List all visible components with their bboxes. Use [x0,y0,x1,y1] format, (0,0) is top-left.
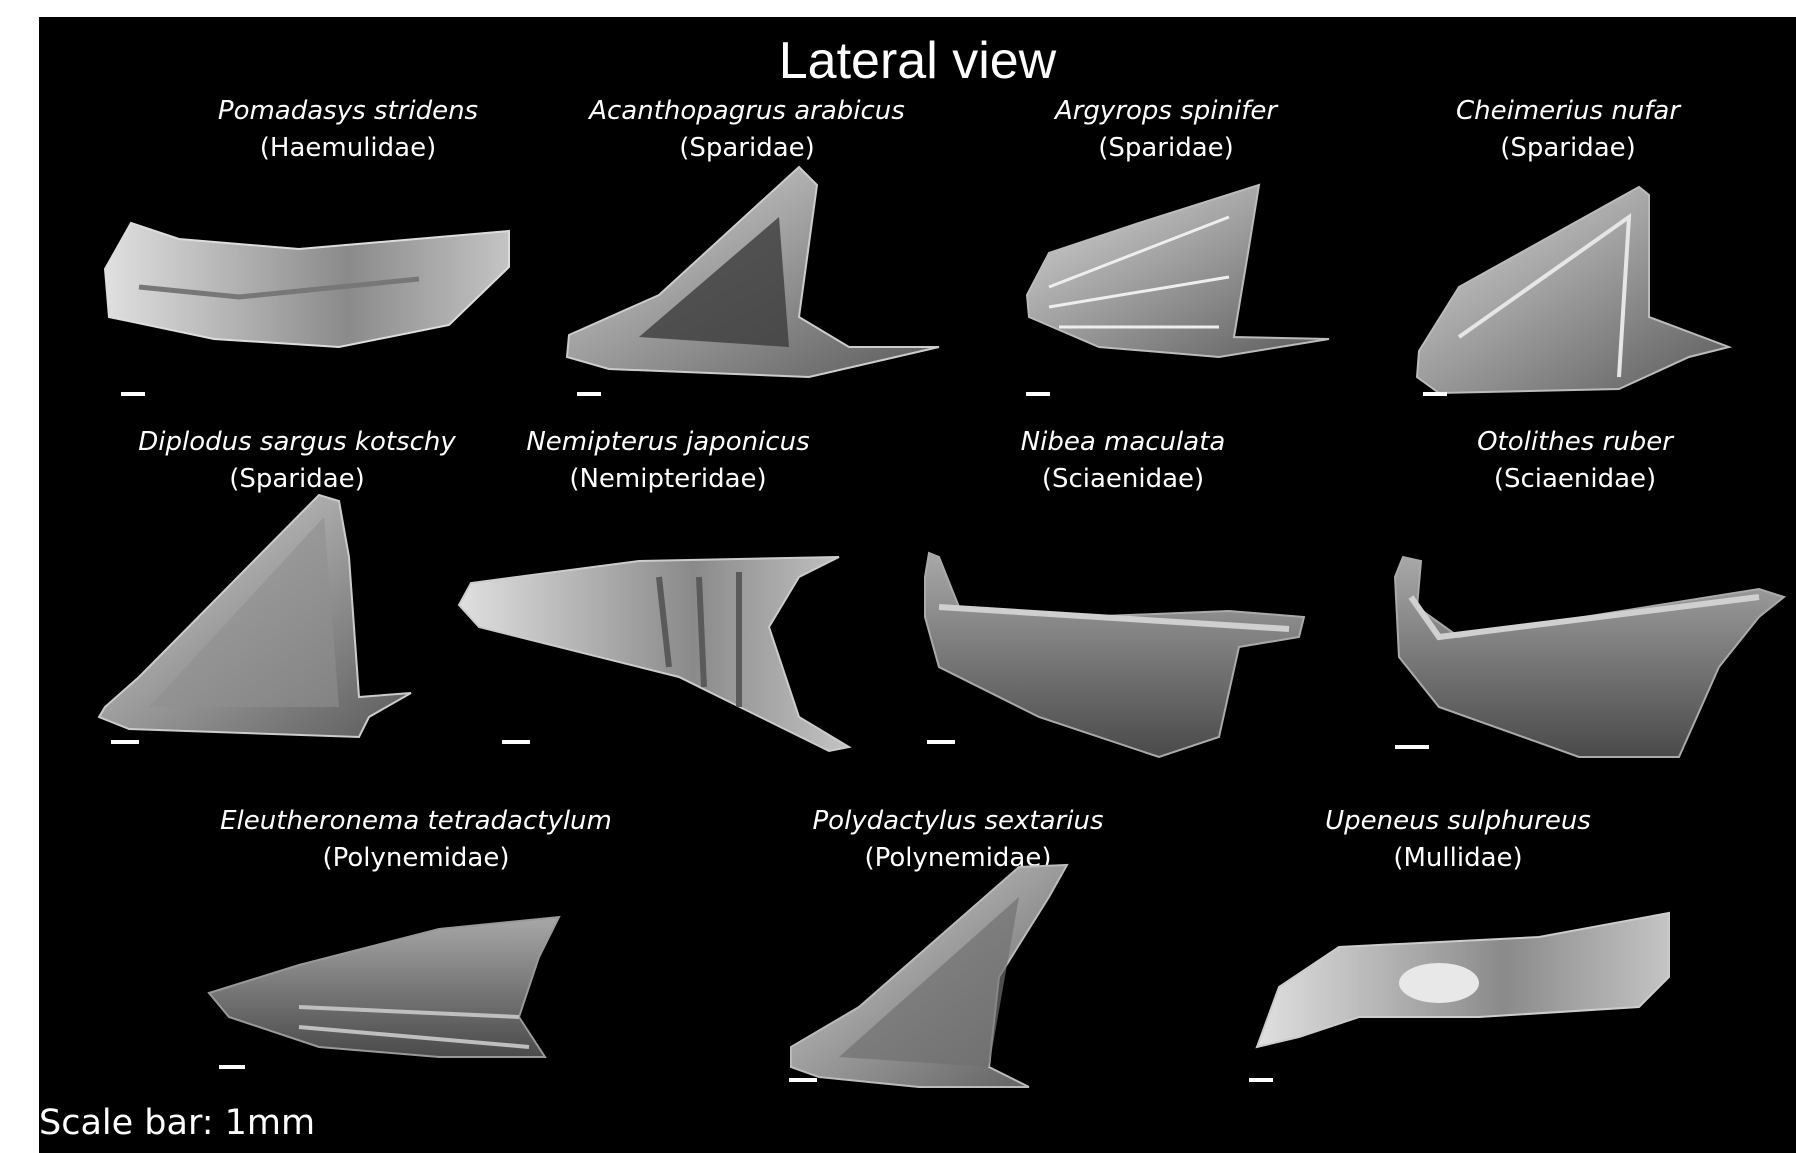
species-name: Otolithes ruber [1477,427,1673,457]
specimen-label: Upeneus sulphureus (Mullidae) [1218,803,1698,877]
family-name: (Polynemidae) [322,843,510,873]
bone-image-nibea-maculata [924,551,1306,759]
species-name: Diplodus sargus kotschy [138,427,456,457]
scale-bar [121,392,145,396]
bone-image-eleutheronema-tetradactylum [207,915,561,1069]
specimen-label: Nibea maculata (Sciaenidae) [883,424,1363,498]
specimen-label: Acanthopagrus arabicus (Sparidae) [507,93,987,167]
species-name: Polydactylus sextarius [812,806,1104,836]
species-name: Nemipterus japonicus [526,427,810,457]
scale-bar-caption: Scale bar: 1mm [39,1103,316,1143]
species-name: Eleutheronema tetradactylum [220,806,612,836]
family-name: (Sparidae) [679,133,815,163]
bone-image-polydactylus-sextarius [789,863,1069,1088]
specimen-label: Cheimerius nufar (Sparidae) [1328,93,1796,167]
figure-title: Lateral view [778,32,1057,90]
family-name: (Haemulidae) [259,133,437,163]
scale-bar [577,392,601,396]
bone-image-otolithes-ruber [1393,555,1787,758]
family-name: (Mullidae) [1393,843,1523,873]
scale-bar [1395,745,1429,749]
bone-image-argyrops-spinifer [1025,183,1330,396]
bone-image-nemipterus-japonicus [457,556,852,753]
bone-image-pomadasys-stridens [103,221,510,396]
specimen-label: Argyrops spinifer (Sparidae) [926,93,1406,167]
specimen-label: Diplodus sargus kotschy (Sparidae) [57,424,537,498]
species-name: Cheimerius nufar [1455,96,1681,126]
specimen-label: Pomadasys stridens (Haemulidae) [108,93,588,167]
family-name: (Sparidae) [1500,133,1636,163]
scale-bar [1249,1078,1273,1082]
specimen-label: Nemipterus japonicus (Nemipteridae) [428,424,908,498]
family-name: (Sciaenidae) [1041,464,1205,494]
bone-images [97,165,1787,1088]
bone-image-cheimerius-nufar [1415,185,1733,396]
figure-panel: Lateral view Pomadasys stridens (Haemuli… [39,17,1796,1153]
specimen-label: Eleutheronema tetradactylum (Polynemidae… [176,803,656,877]
scale-bar [502,740,530,744]
family-name: (Sparidae) [229,464,365,494]
scale-bar [1026,392,1050,396]
family-name: (Sparidae) [1098,133,1234,163]
scale-bar [1423,392,1447,396]
species-name: Upeneus sulphureus [1325,806,1591,836]
specimen-label: Polydactylus sextarius (Polynemidae) [718,803,1198,877]
scale-bar [219,1065,245,1069]
family-name: (Sciaenidae) [1493,464,1657,494]
species-name: Nibea maculata [1020,427,1226,457]
scale-bar [111,740,139,744]
bone-image-diplodus-sargus-kotschy [97,493,412,744]
specimen-label: Otolithes ruber (Sciaenidae) [1335,424,1796,498]
bone-image-acanthopagrus-arabicus [565,165,940,396]
family-name: (Nemipteridae) [569,464,767,494]
bone-image-upeneus-sulphureus [1249,911,1670,1082]
species-name: Pomadasys stridens [217,96,479,126]
species-name: Argyrops spinifer [1054,96,1278,126]
species-name: Acanthopagrus arabicus [589,96,905,126]
scale-bar [927,740,955,744]
scale-bar [789,1078,817,1082]
